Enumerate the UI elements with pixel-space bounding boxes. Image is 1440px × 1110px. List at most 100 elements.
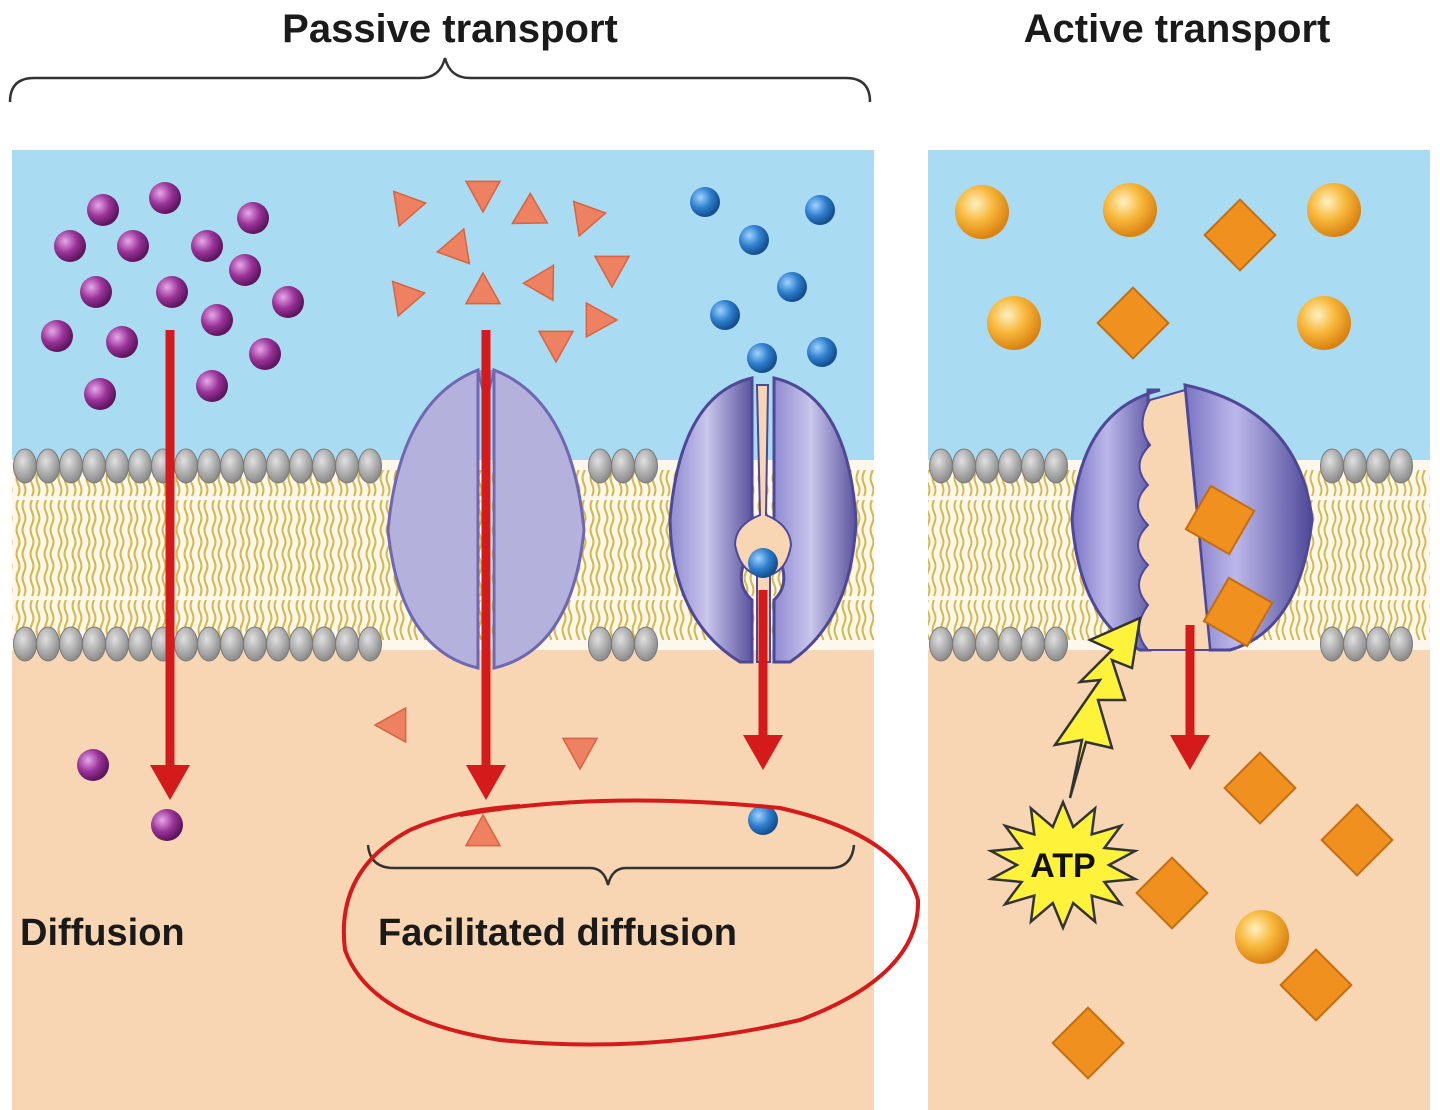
purple-sphere-icon [54,230,86,262]
facilitated-diffusion-label: Facilitated diffusion [378,912,737,954]
phospholipid-head [289,626,313,662]
phospholipid-head [975,448,999,484]
channel-arrow [466,330,506,800]
phospholipid-head [1389,448,1413,484]
phospholipid-head [266,448,290,484]
phospholipid-heads-top [13,448,658,484]
purple-sphere-icon [149,182,181,214]
orange-cube-icon [1184,484,1256,556]
purple-sphere-icon [84,378,116,410]
salmon-triangle-icon [435,227,471,265]
salmon-triangle-icon [464,271,502,305]
purple-sphere-icon [87,194,119,226]
purple-sphere-icon [106,326,138,358]
phospholipid-head [929,448,953,484]
phospholipid-head [1320,626,1344,662]
salmon-triangle-icon [392,190,428,228]
blue-sphere-icon [748,805,778,835]
phospholipid-head [335,626,359,662]
phospholipid-head [975,626,999,662]
phospholipid-head [1343,626,1367,662]
phospholipid-head [358,448,382,484]
active-cube-solutes [1051,198,1394,1080]
passive-transport-bracket [8,57,872,103]
orange-cube-icon [1202,576,1274,648]
phospholipid-head [105,626,129,662]
blue-sphere-icon [690,187,720,217]
orange-sphere-icon [955,185,1009,239]
salmon-triangle-icon [593,255,631,289]
salmon-triangle-icon [585,301,619,339]
orange-cube-icon [1279,948,1353,1022]
salmon-triangle-icon [464,180,502,214]
purple-sphere-icon [237,202,269,234]
orange-sphere-icon [1297,296,1351,350]
salmon-triangle-icon [521,263,555,302]
facilitated-ion-solutes [690,187,837,835]
orange-cube-icon [1096,286,1170,360]
phospholipid-head [36,626,60,662]
phospholipid-head [82,626,106,662]
phospholipid-head [1366,626,1390,662]
blue-sphere-icon [747,343,777,373]
pump-arrow [1170,625,1210,770]
phospholipid-head [220,626,244,662]
phospholipid-head [197,626,221,662]
phospholipid-head [1021,448,1045,484]
passive-transport-heading: Passive transport [282,7,618,51]
phospholipid-head [1044,626,1068,662]
phospholipid-head [588,626,612,662]
phospholipid-head [197,448,221,484]
atp-label: ATP [1030,847,1095,885]
phospholipid-head [952,448,976,484]
carrier-protein [668,376,858,664]
orange-sphere-icon [1307,183,1361,237]
purple-sphere-icon [151,809,183,841]
diffusion-solutes [41,182,304,841]
phospholipid-head [1021,626,1045,662]
phospholipid-head [36,448,60,484]
phospholipid-head [13,626,37,662]
phospholipid-head [1320,448,1344,484]
salmon-triangle-icon [561,737,599,771]
phospholipid-head [59,626,83,662]
phospholipid-head [358,626,382,662]
blue-sphere-icon [739,225,769,255]
orange-cube-icon [1203,198,1277,272]
salmon-triangle-icon [373,706,407,744]
cytoplasm [12,650,874,1110]
phospholipid-heads-bottom [929,626,1413,662]
phospholipid-head [335,448,359,484]
salmon-triangle-icon [391,280,427,318]
phospholipid-head [611,448,635,484]
diffusion-arrow [150,330,190,800]
purple-sphere-icon [201,304,233,336]
phospholipid-head [220,448,244,484]
phospholipid-head [1389,626,1413,662]
facilitated-diffusion-bracket [366,844,856,886]
phospholipid-heads-bottom [13,626,658,662]
phospholipid-head [588,448,612,484]
orange-sphere-icon [1103,183,1157,237]
purple-sphere-icon [80,276,112,308]
phospholipid-head [174,448,198,484]
annotation-circle [341,798,921,1047]
phospholipid-head [952,626,976,662]
orange-cube-icon [1051,1006,1125,1080]
purple-sphere-icon [191,230,223,262]
salmon-triangle-icon [537,330,575,364]
diffusion-label: Diffusion [20,912,185,954]
blue-sphere-icon [807,337,837,367]
phospholipid-head [312,626,336,662]
purple-sphere-icon [77,749,109,781]
orange-cube-icon [1135,856,1209,930]
phospholipid-head [998,626,1022,662]
active-transport-heading: Active transport [1024,7,1331,51]
purple-sphere-icon [272,286,304,318]
purple-sphere-icon [229,254,261,286]
purple-sphere-icon [117,230,149,262]
phospholipid-head [634,626,658,662]
orange-sphere-icon [987,296,1041,350]
